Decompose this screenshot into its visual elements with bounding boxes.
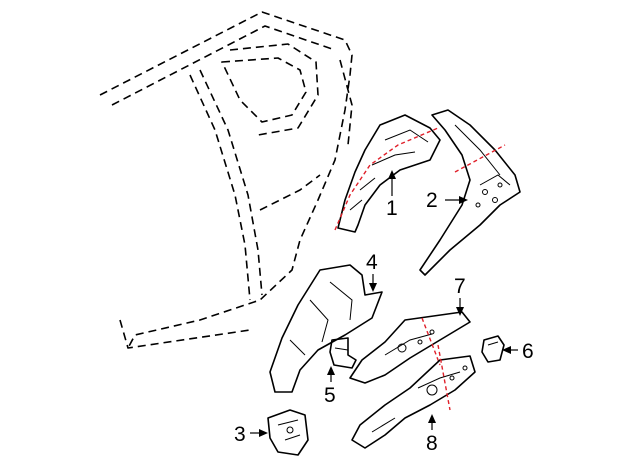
leader-8 xyxy=(428,414,436,430)
leader-3 xyxy=(250,429,268,437)
part-2-pillar-inner-panel xyxy=(419,109,521,276)
leader-7 xyxy=(456,298,464,316)
callout-8: 8 xyxy=(426,432,438,455)
part-1-wheelhouse-upper xyxy=(334,114,441,233)
part-3-bracket xyxy=(267,409,309,456)
callout-4: 4 xyxy=(366,251,378,274)
callout-1: 1 xyxy=(386,197,398,220)
vehicle-body-outline xyxy=(99,11,353,349)
part-4-wheelhouse-lower xyxy=(269,264,383,393)
callout-3: 3 xyxy=(234,423,246,446)
callout-6: 6 xyxy=(522,340,534,363)
leader-2 xyxy=(445,196,468,204)
part-8-rail-lower xyxy=(351,344,476,449)
leader-6 xyxy=(502,346,518,354)
callout-7: 7 xyxy=(454,275,466,298)
callout-2: 2 xyxy=(426,189,438,212)
callout-5: 5 xyxy=(324,384,336,407)
part-5-bracket xyxy=(329,337,357,369)
leader-5 xyxy=(327,366,335,382)
part-7-rail xyxy=(349,311,471,384)
leader-4 xyxy=(369,274,377,292)
part-6-plug xyxy=(481,335,505,363)
leader-1 xyxy=(388,170,396,196)
